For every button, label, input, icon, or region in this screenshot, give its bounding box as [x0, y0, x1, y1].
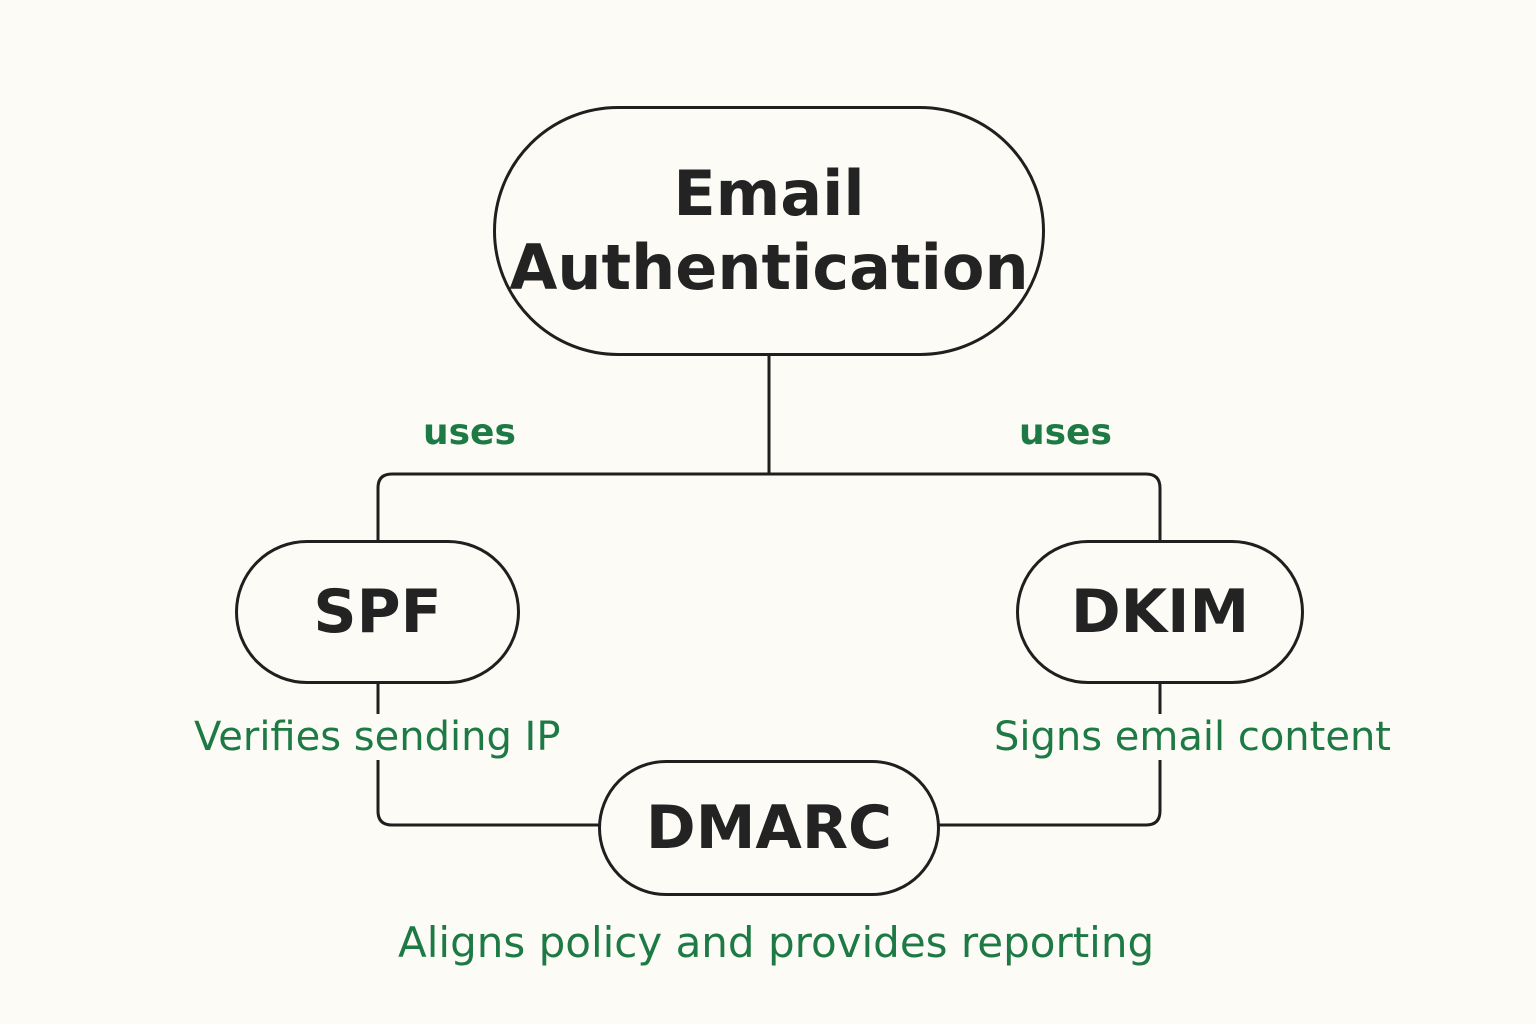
edge-label-uses-right: uses	[1019, 412, 1112, 453]
node-dkim-label: DKIM	[1070, 577, 1250, 647]
spf-description: Verifies sending IP	[190, 714, 565, 760]
node-email-authentication-label: Email Authentication	[509, 157, 1029, 304]
connector-dkim-dmarc	[939, 684, 1162, 827]
dmarc-description: Aligns policy and provides reporting	[398, 918, 1155, 967]
node-dmarc-label: DMARC	[645, 793, 893, 863]
node-dmarc: DMARC	[598, 760, 940, 896]
connector-spf-dmarc	[376, 684, 599, 827]
node-spf: SPF	[235, 540, 520, 684]
edge-label-uses-left: uses	[423, 412, 516, 453]
node-spf-label: SPF	[313, 577, 442, 647]
connector-branch-bar	[376, 472, 1162, 541]
dkim-description: Signs email content	[990, 714, 1395, 760]
node-dkim: DKIM	[1016, 540, 1304, 684]
node-email-authentication: Email Authentication	[493, 106, 1045, 356]
